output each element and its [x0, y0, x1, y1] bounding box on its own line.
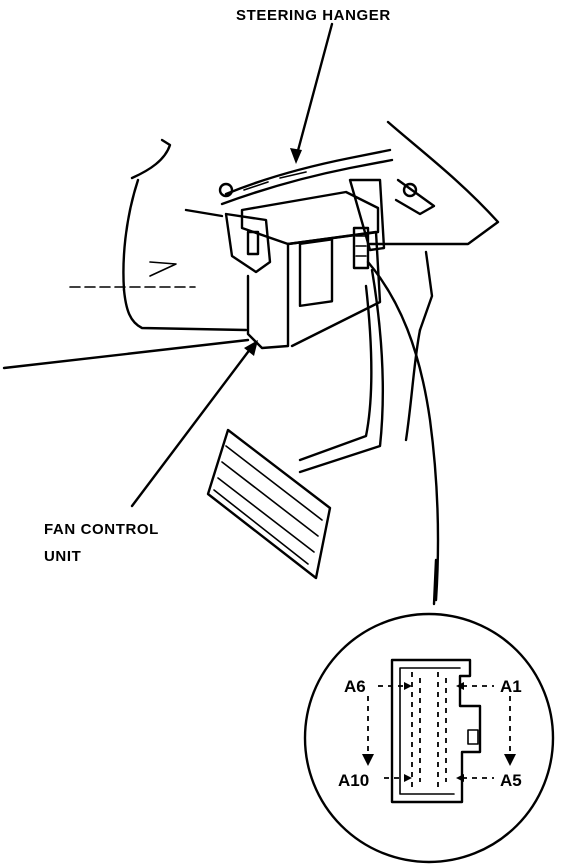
pin-label-a1: A1	[500, 677, 522, 696]
fan-control-unit-label-line1: FAN CONTROL	[44, 521, 159, 538]
dashboard-outline	[2, 120, 500, 442]
fan-control-unit	[224, 178, 386, 350]
connector-detail-view: A6 A1 A10 A5	[303, 612, 555, 864]
harness-wire-thick	[432, 558, 438, 606]
fan-control-unit-label-line2: UNIT	[44, 548, 81, 565]
connector-housing	[390, 658, 482, 804]
steering-hanger-leader	[290, 22, 334, 164]
accelerator-pedal	[206, 268, 384, 580]
steering-hanger	[218, 148, 436, 216]
fan-control-unit-leader	[130, 340, 258, 508]
harness-wire	[366, 260, 440, 602]
steering-hanger-label: STEERING HANGER	[236, 7, 391, 24]
pin-label-a10: A10	[338, 771, 369, 790]
pin-label-a5: A5	[500, 771, 522, 790]
pin-label-a6: A6	[344, 677, 366, 696]
